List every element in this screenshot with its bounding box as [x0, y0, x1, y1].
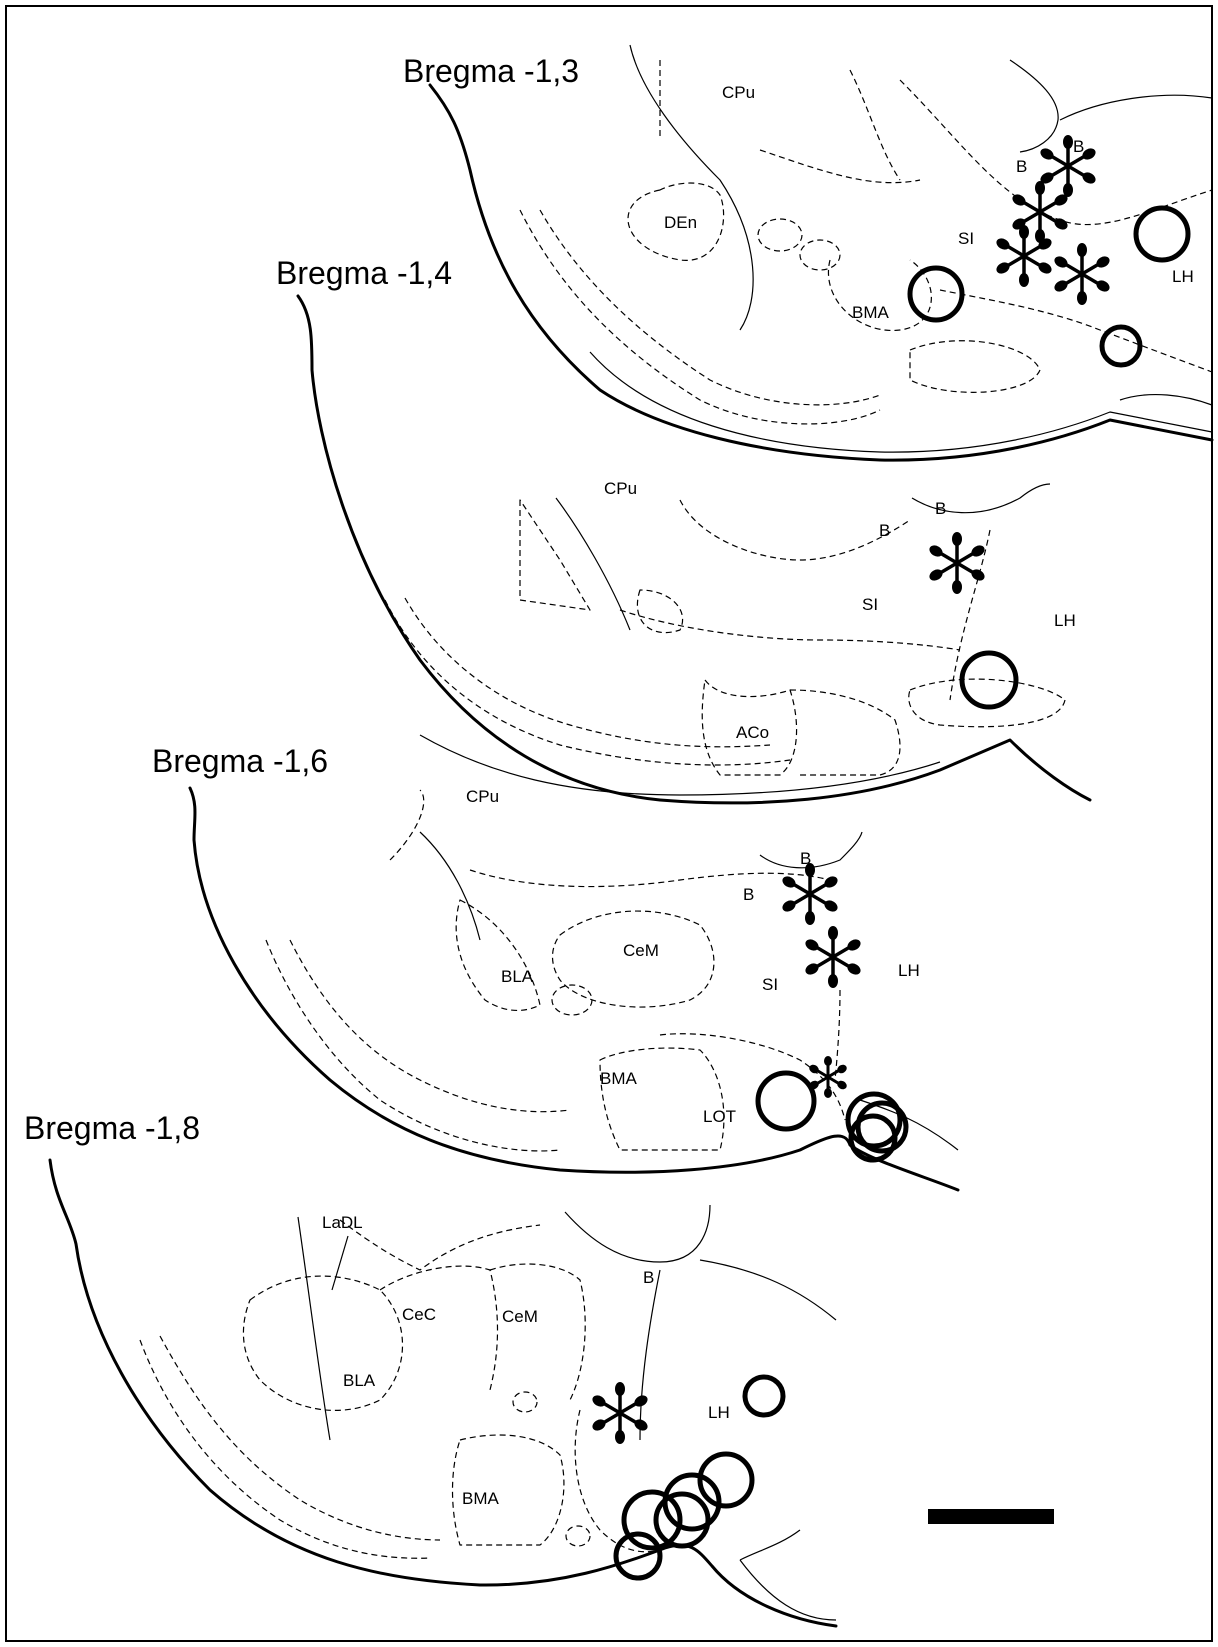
- open-circle-marker: [1102, 327, 1140, 365]
- region-label-cpu: CPu: [722, 83, 755, 102]
- region-boundary: [160, 1336, 440, 1540]
- asterisk-marker: [780, 863, 839, 925]
- region-boundary: [243, 1276, 402, 1410]
- open-circle-marker: [758, 1073, 814, 1129]
- region-label-lot: LOT: [703, 1107, 736, 1126]
- region-boundary: [340, 1220, 540, 1270]
- region-boundary: [456, 900, 540, 1010]
- region-label-lh: LH: [1172, 267, 1194, 286]
- cortex-boundary: [740, 1530, 800, 1560]
- open-circle-marker: [616, 1534, 660, 1578]
- asterisk-marker: [1038, 135, 1097, 197]
- region-label-si: SI: [762, 975, 778, 994]
- cortex-boundary: [420, 832, 480, 940]
- region-label-bla: BLA: [343, 1371, 376, 1390]
- asterisk-marker: [927, 532, 986, 594]
- region-boundary: [660, 60, 900, 180]
- brain-outline: [430, 85, 1212, 460]
- region-label-cpu: CPu: [466, 787, 499, 806]
- region-boundary: [910, 341, 1040, 393]
- section-1: Bregma -1,3 CPu DEn BMA SI B B LH: [403, 45, 1212, 460]
- region-boundary: [140, 1340, 430, 1558]
- region-boundary: [800, 240, 840, 270]
- region-label-lh: LH: [898, 961, 920, 980]
- section-3: Bregma -1,6 CPu B B CeM BLA SI LH BMA LO…: [152, 743, 958, 1190]
- scale-bar: [928, 1509, 1054, 1524]
- cortex-boundary: [298, 1217, 330, 1440]
- region-boundary: [600, 1048, 724, 1150]
- cortex-boundary: [565, 1205, 710, 1262]
- region-label-lh: LH: [708, 1403, 730, 1422]
- region-label-bla: BLA: [501, 967, 534, 986]
- region-label-cec: CeC: [402, 1305, 436, 1324]
- open-circle-marker: [1136, 208, 1188, 260]
- region-label-b: B: [879, 521, 890, 540]
- region-label-b: B: [643, 1268, 654, 1287]
- region-boundary: [390, 790, 424, 860]
- region-boundary: [540, 210, 880, 405]
- region-label-b: B: [1073, 137, 1084, 156]
- region-boundary: [470, 870, 830, 887]
- brain-outline: [50, 1160, 836, 1626]
- region-label-cem: CeM: [502, 1307, 538, 1326]
- section-title: Bregma -1,8: [24, 1110, 200, 1146]
- region-label-b: B: [743, 885, 754, 904]
- region-boundary: [758, 219, 802, 251]
- region-label-bma: BMA: [462, 1489, 500, 1508]
- section-title: Bregma -1,6: [152, 743, 328, 779]
- region-boundary: [909, 679, 1065, 727]
- cortex-boundary: [640, 1270, 660, 1440]
- region-boundary: [552, 985, 592, 1015]
- region-boundary: [490, 1264, 585, 1400]
- region-boundary: [637, 590, 682, 633]
- cortex-boundary: [740, 1560, 836, 1620]
- cortex-boundary: [860, 1100, 958, 1150]
- region-boundary: [385, 600, 790, 765]
- asterisk-marker: [1052, 243, 1111, 305]
- region-label-si: SI: [862, 595, 878, 614]
- region-label-aco: ACo: [736, 723, 769, 742]
- region-label-lh: LH: [1054, 611, 1076, 630]
- cortex-boundary: [700, 1260, 836, 1320]
- cortex-boundary: [1010, 60, 1058, 152]
- open-circle-marker: [910, 268, 962, 320]
- cortex-boundary: [1060, 95, 1212, 120]
- region-boundary: [520, 210, 880, 424]
- region-label-cpu: CPu: [604, 479, 637, 498]
- region-boundary: [760, 150, 920, 183]
- open-circle-marker: [745, 1377, 783, 1415]
- region-boundary: [405, 598, 770, 747]
- region-label-cem: CeM: [623, 941, 659, 960]
- section-2: Bregma -1,4 CPu B B SI LH ACo: [276, 255, 1090, 803]
- region-boundary: [520, 500, 590, 610]
- region-label-bma: BMA: [600, 1069, 638, 1088]
- cortex-boundary: [912, 484, 1050, 513]
- region-boundary: [660, 1034, 845, 1120]
- label-leader-line: [332, 1236, 348, 1290]
- region-boundary: [566, 1526, 590, 1546]
- section-title: Bregma -1,4: [276, 255, 452, 291]
- cortex-boundary: [556, 498, 630, 630]
- region-label-si: SI: [958, 229, 974, 248]
- brain-outline-inner: [420, 735, 940, 795]
- asterisk-marker: [803, 926, 862, 988]
- region-boundary: [513, 1392, 537, 1412]
- region-boundary: [680, 500, 910, 560]
- region-boundary: [790, 690, 900, 775]
- region-label-den: DEn: [664, 213, 697, 232]
- region-boundary: [940, 290, 1212, 372]
- region-label-bma: BMA: [852, 303, 890, 322]
- region-label-b: B: [1016, 157, 1027, 176]
- region-boundary: [290, 940, 570, 1112]
- section-title: Bregma -1,3: [403, 53, 579, 89]
- brain-outline: [190, 788, 958, 1190]
- section-4: Bregma -1,8 LaDL B CeC CeM BLA LH BMA: [24, 1110, 836, 1626]
- region-boundary: [620, 610, 960, 650]
- region-label-ladl: LaDL: [322, 1213, 363, 1232]
- cortex-boundary: [1120, 395, 1212, 405]
- region-label-b: B: [935, 499, 946, 518]
